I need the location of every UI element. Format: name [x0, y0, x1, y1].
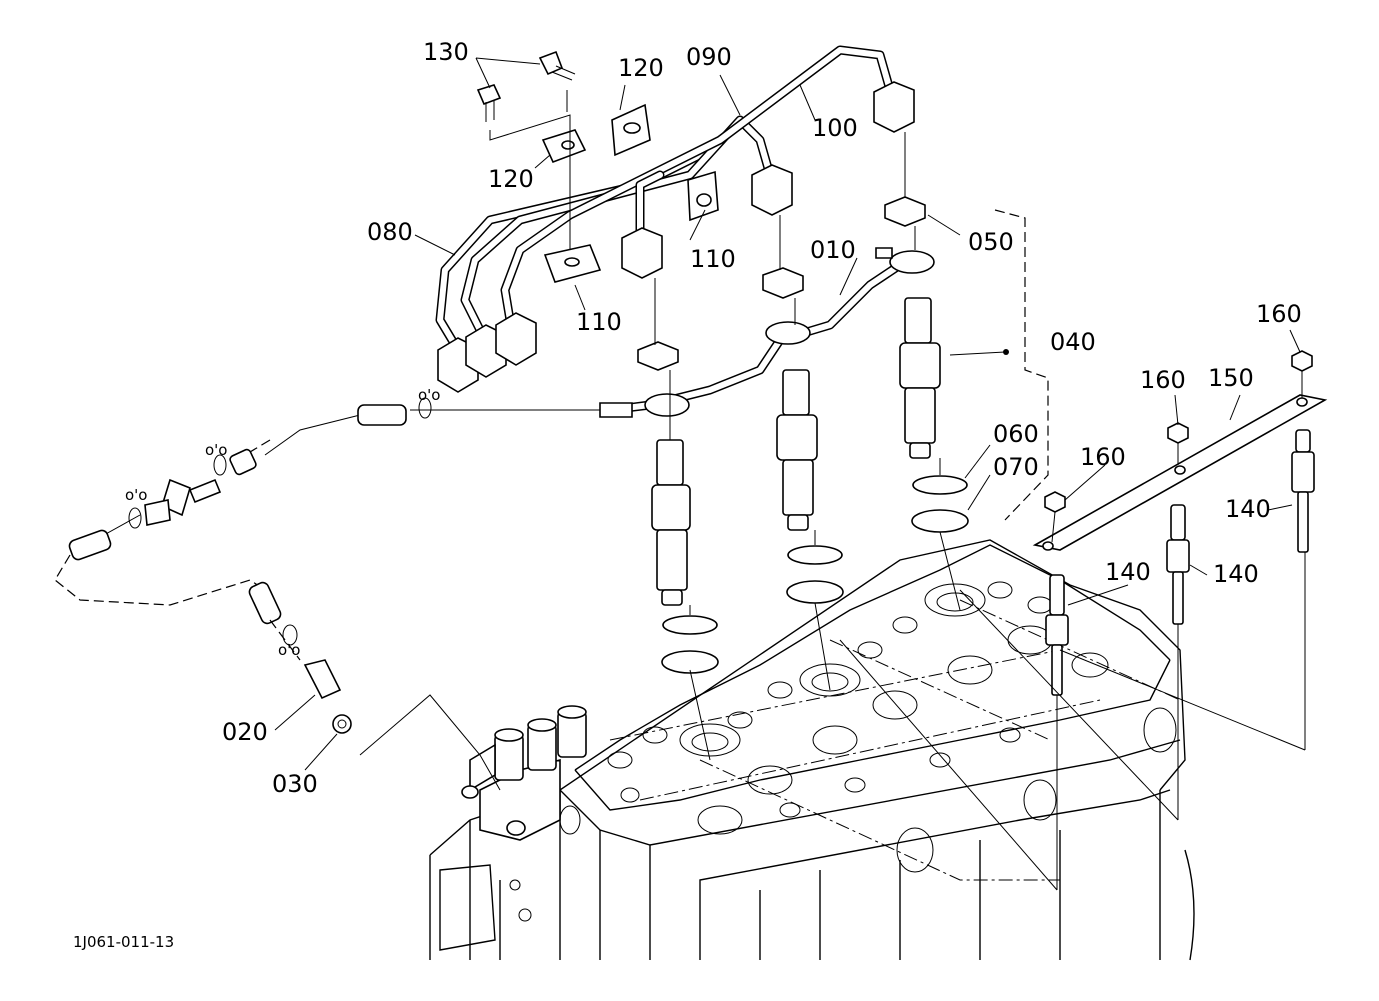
- svg-text:o'o: o'o: [418, 386, 440, 404]
- injector-nozzles: [637, 132, 969, 761]
- callout-160-middle: 160: [1140, 366, 1186, 394]
- injection-pump: [461, 705, 587, 841]
- callout-070: 070: [993, 453, 1039, 481]
- group-040-bracket: [994, 209, 1049, 521]
- leader-lines: [274, 57, 1301, 771]
- svg-text:o'o: o'o: [125, 486, 147, 504]
- diagram-code: 1J061-011-13: [73, 933, 174, 951]
- callout-030: 030: [272, 770, 318, 798]
- callout-020: 020: [222, 718, 268, 746]
- callout-160-right: 160: [1256, 300, 1302, 328]
- callout-100: 100: [812, 114, 858, 142]
- callout-090: 090: [686, 43, 732, 71]
- leader-040: [949, 351, 1006, 356]
- callout-110-lower: 110: [576, 308, 622, 336]
- head-holes: [509, 581, 1177, 922]
- svg-text:o'o: o'o: [205, 441, 227, 459]
- callout-labels: 130 120 090 100 120 080 110 010 050 110 …: [222, 38, 1302, 798]
- callout-140-left: 140: [1105, 558, 1151, 586]
- callout-150: 150: [1208, 364, 1254, 392]
- callout-040: 040: [1050, 328, 1096, 356]
- callout-140-middle: 140: [1213, 560, 1259, 588]
- callout-050: 050: [968, 228, 1014, 256]
- leak-off-line: o'o o'o o'o o'o: [54, 386, 633, 791]
- injection-pipes: [435, 45, 915, 393]
- callout-080: 080: [367, 218, 413, 246]
- callout-120-upper: 120: [618, 54, 664, 82]
- callout-140-right: 140: [1225, 495, 1271, 523]
- leader-040-dot: [1003, 349, 1009, 355]
- callout-130: 130: [423, 38, 469, 66]
- overflow-pipe: [605, 247, 935, 417]
- glow-plug-assembly: [839, 350, 1328, 891]
- pipe-clamps: [476, 50, 719, 283]
- callout-160-left: 160: [1080, 443, 1126, 471]
- cylinder-head: [429, 539, 1195, 961]
- callout-120-lower: 120: [488, 165, 534, 193]
- callout-110-upper: 110: [690, 245, 736, 273]
- svg-text:o'o: o'o: [278, 641, 300, 659]
- callout-060: 060: [993, 420, 1039, 448]
- callout-010: 010: [810, 236, 856, 264]
